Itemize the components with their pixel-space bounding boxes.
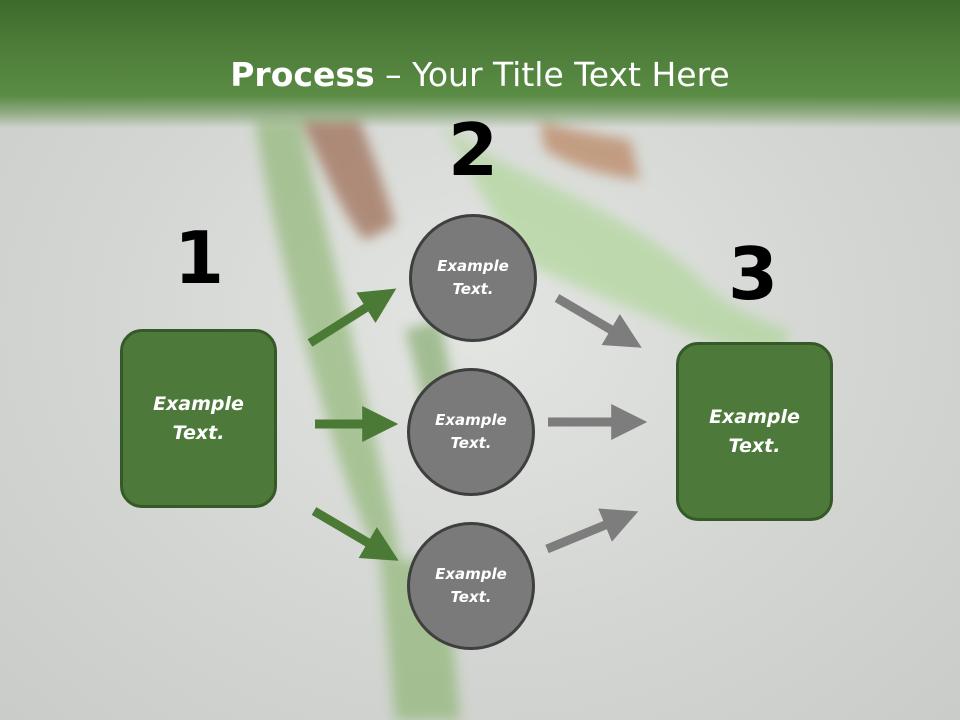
- circle-middle-line1: Example: [435, 411, 507, 429]
- step-3-box: Example Text.: [676, 342, 833, 521]
- title-bar: [0, 0, 960, 128]
- step-number-2: 2: [447, 108, 499, 192]
- circle-middle-line2: Text.: [450, 434, 492, 452]
- circle-bottom-line1: Example: [435, 565, 507, 583]
- circle-bottom-line2: Text.: [450, 588, 492, 606]
- step-3-box-line2: Text.: [728, 434, 781, 457]
- step-2-circle-bottom: Example Text.: [407, 522, 535, 650]
- step-2-circle-middle: Example Text.: [407, 368, 535, 496]
- step-number-3: 3: [727, 232, 779, 316]
- step-1-box: Example Text.: [120, 329, 277, 508]
- step-2-circle-top: Example Text.: [409, 214, 537, 342]
- circle-top-line2: Text.: [452, 280, 494, 298]
- page-title: Process – Your Title Text Here: [0, 54, 960, 96]
- title-rest: – Your Title Text Here: [374, 55, 730, 94]
- step-1-box-line2: Text.: [172, 421, 225, 444]
- step-1-box-line1: Example: [153, 392, 244, 415]
- circle-top-line1: Example: [437, 257, 509, 275]
- step-number-1: 1: [173, 216, 225, 300]
- step-3-box-line1: Example: [709, 405, 800, 428]
- title-bold: Process: [230, 55, 375, 94]
